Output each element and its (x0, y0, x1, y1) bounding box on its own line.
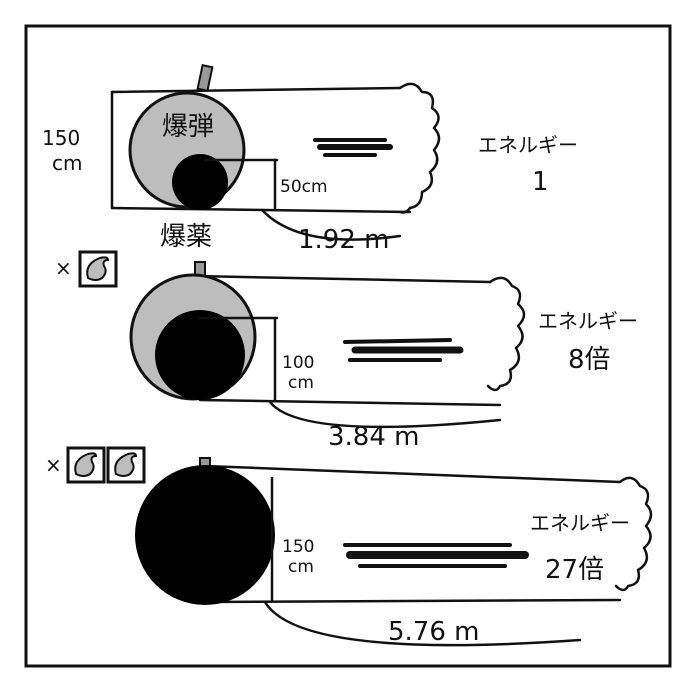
explosive-size-unit: cm (288, 373, 314, 393)
blast-bottom-line (203, 598, 622, 604)
explosive-label: 爆薬 (160, 222, 212, 252)
diameter-label-num: 150 (42, 126, 80, 150)
fire-icon-box (78, 250, 118, 288)
explosive-core (172, 154, 228, 210)
fire-icon (74, 452, 98, 477)
row-1: 150 cm 爆弾 爆薬 50cm 1.92 m エネルギー 1 (42, 64, 578, 255)
energy-label: エネルギー (530, 511, 630, 535)
multiplier-sign: × (45, 453, 62, 477)
fire-icon-box (66, 446, 106, 484)
explosive-core (135, 465, 275, 605)
distance-label: 1.92 m (298, 225, 389, 255)
explosive-size-num: 100 (282, 353, 314, 373)
distance-label: 3.84 m (328, 422, 419, 452)
blast-bottom-line (198, 398, 502, 407)
blast-top-line (203, 464, 622, 484)
blast-streak (343, 543, 529, 568)
energy-value: 27倍 (545, 555, 604, 585)
explosive-core (155, 310, 245, 400)
distance-label: 5.76 m (388, 617, 479, 647)
distance-arc (263, 600, 582, 647)
distance-arc (268, 400, 502, 429)
energy-value: 8倍 (568, 345, 611, 375)
fire-icon (114, 452, 138, 477)
energy-value: 1 (532, 167, 549, 197)
fuse (196, 64, 214, 92)
fire-icon-box (106, 446, 146, 484)
fire-icon (86, 256, 110, 281)
explosive-size-unit: cm (288, 557, 314, 577)
blast-top-line (110, 86, 402, 94)
row-3: × 150 cm 5.76 m エネルギー 27倍 (45, 446, 653, 647)
blast-streak (313, 138, 393, 157)
distance-arc (260, 208, 402, 241)
panel-frame (24, 24, 672, 668)
blast-cloud (486, 276, 526, 392)
blast-top-line (193, 274, 492, 284)
explosive-size-num: 150 (282, 537, 314, 557)
energy-label: エネルギー (538, 309, 638, 333)
explosive-size-label: 50cm (280, 177, 328, 197)
energy-label: エネルギー (478, 133, 578, 157)
bomb-label: 爆弾 (162, 112, 214, 142)
blast-cloud (614, 476, 653, 592)
row-2: × 100 cm 3.84 m エネルギー 8倍 (55, 250, 638, 452)
blast-cloud (398, 82, 441, 214)
diameter-label-unit: cm (52, 151, 82, 175)
blast-streak (343, 338, 464, 362)
multiplier-sign: × (55, 256, 72, 280)
